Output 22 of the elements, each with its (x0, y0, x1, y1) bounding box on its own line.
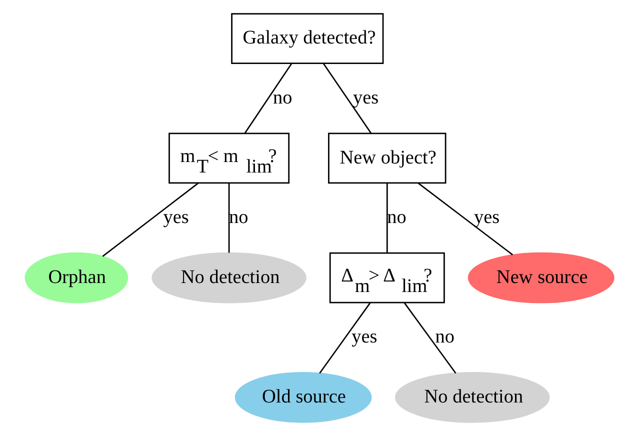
node-box: New object? (328, 132, 446, 184)
connector (403, 302, 456, 374)
node-ellipse: Orphan (24, 252, 128, 304)
edge-label: yes (351, 326, 377, 348)
connector (244, 63, 292, 134)
connector (386, 183, 388, 253)
edge-label: no (434, 326, 454, 348)
node-ellipse: Old source (234, 372, 372, 423)
edge-label: no (272, 87, 292, 108)
node-ellipse: New source (467, 252, 614, 304)
connector (228, 183, 230, 253)
edge-label: no (228, 207, 248, 228)
edge-label: yes (474, 207, 500, 228)
connector (322, 63, 372, 134)
edge-label: yes (352, 87, 378, 108)
node-ellipse: No detection (151, 252, 306, 304)
edge-label: yes (162, 207, 188, 228)
connector (417, 182, 513, 256)
connector (318, 302, 370, 374)
node-box: Galaxy detected? (230, 13, 384, 64)
connector (102, 182, 198, 257)
node-ellipse: No detection (394, 372, 550, 423)
